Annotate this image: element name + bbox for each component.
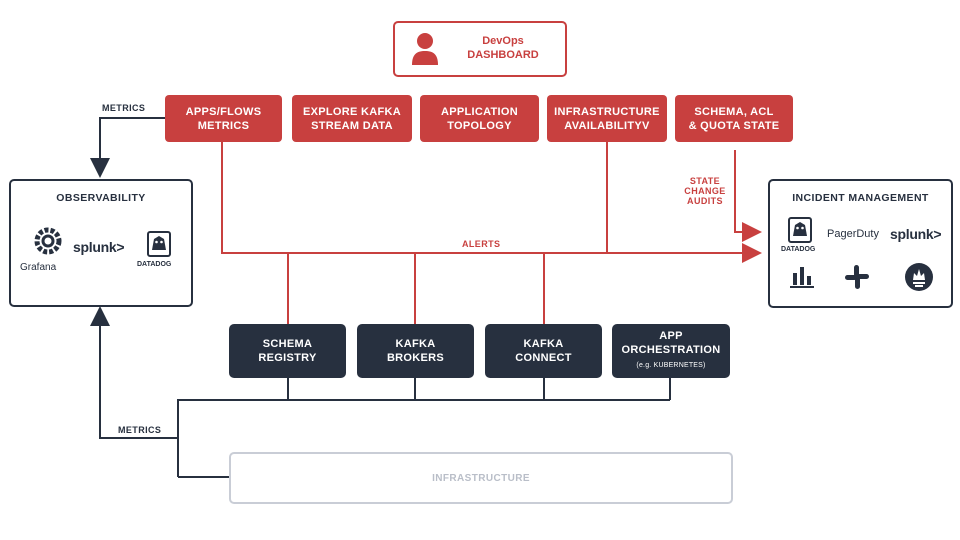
- dashboard-title: DevOps: [482, 35, 524, 47]
- metrics-arrow-top: [90, 117, 165, 178]
- observability-title: OBSERVABILITY: [56, 192, 146, 204]
- box-label: KAFKA: [395, 338, 436, 350]
- datadog-label: DATADOG: [137, 261, 172, 268]
- splunk-logo: splunk>: [73, 239, 125, 255]
- pagerduty-logo: PagerDuty: [827, 228, 879, 240]
- splunk-logo: splunk>: [890, 226, 942, 242]
- box-label: INFRASTRUCTURE: [554, 105, 660, 118]
- box-label: BROKERS: [386, 352, 445, 364]
- application-topology-box[interactable]: APPLICATION TOPOLOGY: [420, 95, 539, 142]
- devops-dashboard[interactable]: DevOps DASHBOARD: [393, 21, 567, 77]
- alerts-line: [221, 142, 762, 263]
- schema-registry-box[interactable]: SCHEMA REGISTRY: [229, 324, 346, 378]
- box-label: CONNECT: [515, 352, 572, 364]
- metrics-label-bottom: METRICS: [118, 425, 162, 435]
- explore-kafka-box[interactable]: EXPLORE KAFKA STREAM DATA: [292, 95, 412, 142]
- state-change-audits-label: STATE CHANGE AUDITS: [680, 176, 730, 206]
- incident-title: INCIDENT MANAGEMENT: [792, 192, 929, 204]
- datadog-icon: [788, 217, 812, 243]
- metrics-label-top: METRICS: [102, 103, 146, 113]
- box-label: APP: [659, 330, 683, 342]
- box-label: KAFKA: [523, 338, 564, 350]
- infrastructure-availability-box[interactable]: INFRASTRUCTURE AVAILABILITYV: [547, 95, 667, 142]
- box-label: SCHEMA: [262, 338, 313, 350]
- label-line: AUDITS: [687, 196, 723, 206]
- datadog-label: DATADOG: [781, 246, 816, 253]
- kafka-connect-box[interactable]: KAFKA CONNECT: [485, 324, 602, 378]
- infrastructure-label: INFRASTRUCTURE: [432, 472, 530, 484]
- apps-flows-metrics-box[interactable]: APPS/FLOWS METRICS: [165, 95, 282, 142]
- grafana-label: Grafana: [20, 262, 57, 273]
- app-orchestration-box[interactable]: APP ORCHESTRATION (e.g. KUBERNETES): [612, 324, 730, 378]
- metrics-arrow-bottom: [90, 306, 178, 439]
- dashboard-subtitle: DASHBOARD: [467, 49, 539, 61]
- grafana-icon: [34, 227, 62, 255]
- box-note: (e.g. KUBERNETES): [636, 362, 706, 369]
- observability-panel: OBSERVABILITY Grafana splunk> DATADOG: [9, 179, 193, 307]
- box-label: REGISTRY: [258, 352, 317, 364]
- state-change-line: [734, 150, 762, 242]
- box-label: SCHEMA, ACL: [694, 105, 774, 118]
- prometheus-icon: [905, 263, 933, 291]
- label-line: STATE: [689, 176, 721, 186]
- bottom-bus: [177, 399, 670, 477]
- slack-icon: [845, 265, 869, 289]
- kafka-brokers-box[interactable]: KAFKA BROKERS: [357, 324, 474, 378]
- box-label: EXPLORE KAFKA: [302, 105, 402, 118]
- incident-management-panel: INCIDENT MANAGEMENT DATADOG PagerDuty sp…: [768, 179, 953, 308]
- alerts-label: ALERTS: [462, 239, 501, 249]
- box-label: METRICS: [197, 119, 250, 132]
- datadog-icon: [147, 231, 171, 257]
- user-icon: [412, 33, 438, 65]
- box-label: STREAM DATA: [311, 119, 393, 132]
- box-label: APPS/FLOWS: [185, 105, 262, 118]
- box-label: TOPOLOGY: [447, 119, 512, 132]
- label-line: CHANGE: [684, 186, 726, 196]
- box-label: AVAILABILITYV: [564, 119, 650, 132]
- box-label: & QUOTA STATE: [688, 119, 780, 132]
- bar-chart-icon: [790, 267, 814, 288]
- box-label: ORCHESTRATION: [621, 344, 721, 356]
- schema-acl-quota-box[interactable]: SCHEMA, ACL & QUOTA STATE: [675, 95, 793, 142]
- box-label: APPLICATION: [440, 105, 519, 118]
- infrastructure-box[interactable]: INFRASTRUCTURE: [229, 452, 733, 504]
